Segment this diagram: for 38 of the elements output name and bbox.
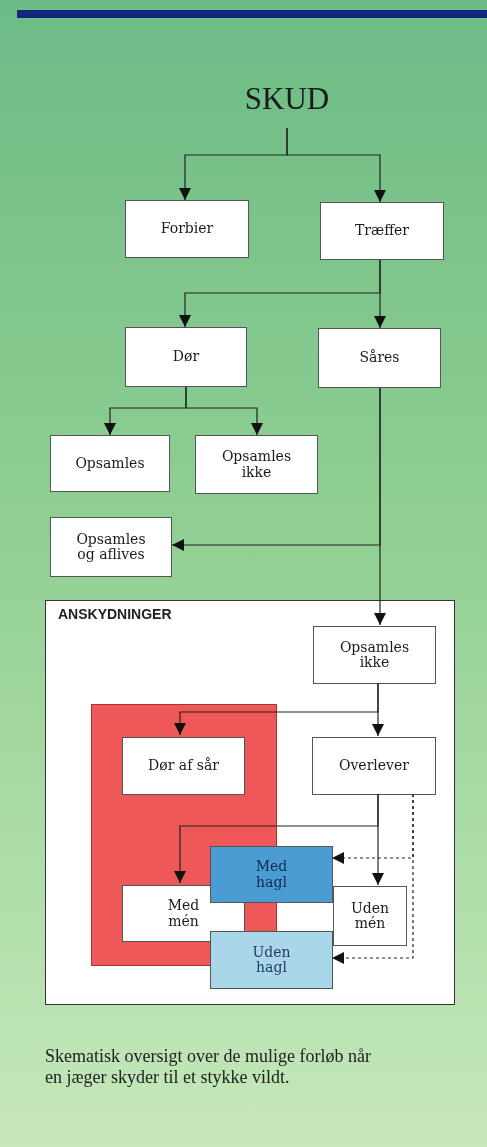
- node-label: Opsamles: [75, 455, 145, 472]
- node-label: Overlever: [339, 758, 409, 774]
- panel: [45, 600, 455, 1005]
- arrow: [185, 386, 263, 436]
- node-label: Dør: [172, 349, 200, 365]
- node-label: Opsamles ikke: [338, 639, 411, 671]
- node-label: Opsamles og aflives: [75, 531, 147, 563]
- node-label: Dør af sår: [148, 758, 219, 774]
- outcome-box: [125, 200, 249, 258]
- arrow: [372, 793, 384, 886]
- outcome-box: [313, 626, 436, 684]
- outcome-box: [50, 517, 172, 577]
- start-label: SKUD: [244, 81, 330, 117]
- arrow: [372, 682, 384, 737]
- outcome-box: [195, 435, 318, 494]
- arrow: [374, 259, 386, 329]
- node-label: Uden hagl: [251, 944, 292, 976]
- node-label: Forbier: [160, 221, 214, 237]
- node-label: Med mén: [166, 898, 201, 929]
- outcome-box: [333, 886, 407, 946]
- outcome-box: [210, 846, 333, 903]
- arrow: [286, 127, 386, 203]
- node-label: Opsamles ikke: [220, 449, 293, 480]
- node-label: Træffer: [354, 223, 410, 239]
- caption: Skematisk oversigt over de mulige forløb når en jæger skyder til et stykke vildt.: [45, 1046, 372, 1088]
- outcome-box: [122, 737, 245, 795]
- panel-heading: ANSKYDNINGER: [58, 607, 172, 623]
- arrow: [374, 387, 386, 626]
- outcome-box: [320, 202, 444, 260]
- node-label: Såres: [359, 350, 400, 366]
- outcome-box: [50, 435, 170, 492]
- node-label: Med hagl: [254, 859, 289, 890]
- outcome-box: [318, 328, 441, 388]
- outcome-box: [312, 737, 436, 795]
- node-label: Uden mén: [349, 900, 391, 932]
- outcome-box: [125, 327, 247, 387]
- arrow: [331, 793, 414, 964]
- outcome-box: [210, 931, 333, 989]
